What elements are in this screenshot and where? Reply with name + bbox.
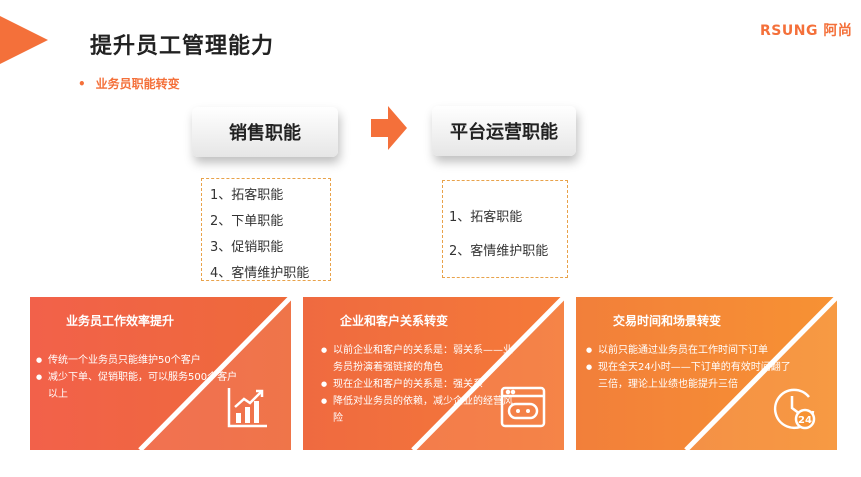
duty-list-platform: 1、拓客职能 2、客情维护职能 [442,180,568,278]
browser-link-icon [500,386,546,428]
card-list: 传统一个业务员只能维护50个客户 减少下单、促销职能，可以服务500个客户以上 [36,352,246,403]
card-list: 以前企业和客户的关系是：弱关系——业务员扮演着强链接的角色 现在企业和客户的关系… [321,342,521,427]
role-box-sales: 销售职能 [192,107,338,157]
section-subtitle: • 业务员职能转变 [78,75,180,92]
list-item: 现在全天24小时——下订单的有效时间翻了三倍，理论上业绩也能提升三倍 [586,359,796,393]
page-title: 提升员工管理能力 [90,34,275,59]
right-arrow-icon [371,106,407,150]
card-title: 企业和客户关系转变 [340,314,449,328]
duty-item: 1、拓客职能 [210,188,284,203]
duty-item: 3、促销职能 [210,240,284,255]
card-title: 业务员工作效率提升 [66,314,175,328]
svg-text:24: 24 [798,415,812,426]
clock-24-icon: 24 [773,388,816,430]
brand-logo: RSUNG 阿尚 [760,23,853,39]
list-item: 以前只能通过业务员在工作时间下订单 [586,342,796,359]
bullet-dot: • [78,77,86,91]
corner-triangle-decoration [0,16,48,64]
duty-item: 2、客情维护职能 [449,244,549,259]
duty-item: 1、拓客职能 [449,210,523,225]
bar-chart-growth-icon [227,388,267,428]
duty-item: 2、下单职能 [210,214,284,229]
card-efficiency: 业务员工作效率提升 传统一个业务员只能维护50个客户 减少下单、促销职能，可以服… [30,297,291,450]
list-item: 降低对业务员的依赖，减少企业的经营风险 [321,393,521,427]
role-box-platform-operation: 平台运营职能 [432,106,576,156]
section-subtitle-text: 业务员职能转变 [95,77,180,91]
list-item: 传统一个业务员只能维护50个客户 [36,352,246,369]
duty-list-sales: 1、拓客职能 2、下单职能 3、促销职能 4、客情维护职能 [201,178,331,281]
list-item: 以前企业和客户的关系是：弱关系——业务员扮演着强链接的角色 [321,342,521,376]
card-list: 以前只能通过业务员在工作时间下订单 现在全天24小时——下订单的有效时间翻了三倍… [586,342,796,393]
card-title: 交易时间和场景转变 [613,314,722,328]
list-item: 减少下单、促销职能，可以服务500个客户以上 [36,369,246,403]
list-item: 现在企业和客户的关系是：强关系 [321,376,521,393]
card-relationship: 企业和客户关系转变 以前企业和客户的关系是：弱关系——业务员扮演着强链接的角色 … [303,297,564,450]
card-time-scene: 交易时间和场景转变 以前只能通过业务员在工作时间下订单 现在全天24小时——下订… [576,297,837,450]
duty-item: 4、客情维护职能 [210,266,310,281]
